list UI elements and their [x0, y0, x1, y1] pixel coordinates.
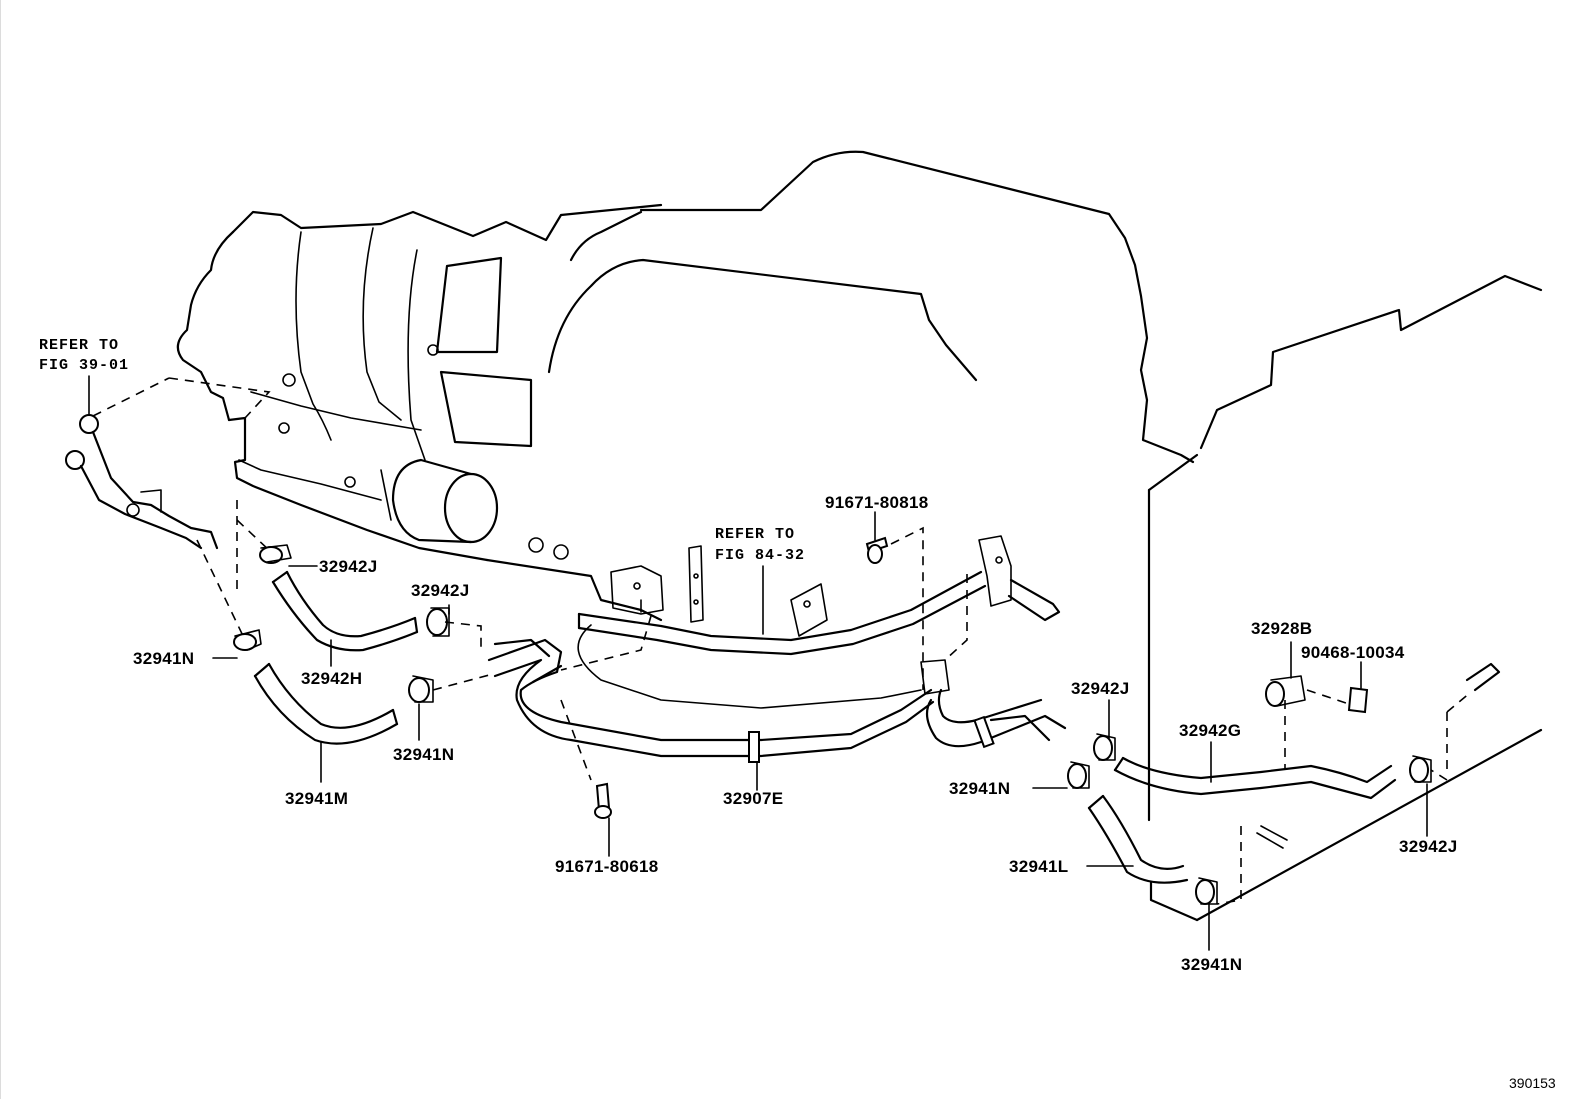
left-hoses	[233, 544, 450, 745]
part-label-32942J-mid[interactable]: 32942J	[411, 581, 470, 600]
part-label-91671-80818[interactable]: 91671-80818	[825, 493, 929, 512]
part-label-32941N-right-upper[interactable]: 32941N	[949, 779, 1010, 798]
left-oil-lines	[65, 414, 219, 550]
part-label-32942J-right-upper[interactable]: 32942J	[1071, 679, 1130, 698]
reference-label-fig-39-01-line2: FIG 39-01	[39, 357, 129, 374]
part-label-32941N-mid[interactable]: 32941N	[393, 745, 454, 764]
frame-outline	[1147, 274, 1543, 922]
part-label-90468-10034[interactable]: 90468-10034	[1301, 643, 1405, 662]
part-label-32907E[interactable]: 32907E	[723, 789, 783, 808]
part-label-32941M[interactable]: 32941M	[285, 789, 348, 808]
dashed-guides	[92, 377, 1472, 905]
part-label-32941L[interactable]: 32941L	[1009, 857, 1068, 876]
tube-assembly	[487, 535, 1067, 763]
part-labels: REFER TO FIG 39-01 REFER TO FIG 84-32 32…	[39, 337, 1556, 1091]
reference-label-fig-84-32-line2: FIG 84-32	[715, 547, 805, 564]
reference-label-fig-84-32-line1: REFER TO	[715, 526, 795, 543]
part-label-32941N-left[interactable]: 32941N	[133, 649, 194, 668]
part-label-32928B[interactable]: 32928B	[1251, 619, 1312, 638]
part-label-91671-80618[interactable]: 91671-80618	[555, 857, 659, 876]
part-label-32942J-upper-left[interactable]: 32942J	[319, 557, 378, 576]
part-label-32942G[interactable]: 32942G	[1179, 721, 1241, 740]
part-label-32942H[interactable]: 32942H	[301, 669, 362, 688]
part-label-32941N-right-lower[interactable]: 32941N	[1181, 955, 1242, 974]
engine-outline	[547, 150, 1195, 464]
part-label-32942J-right-lower[interactable]: 32942J	[1399, 837, 1458, 856]
reference-label-fig-39-01-line1: REFER TO	[39, 337, 119, 354]
figure-number: 390153	[1509, 1075, 1556, 1091]
right-hoses	[594, 536, 1501, 905]
transmission-outline	[176, 203, 922, 709]
leader-lines	[88, 375, 1428, 951]
